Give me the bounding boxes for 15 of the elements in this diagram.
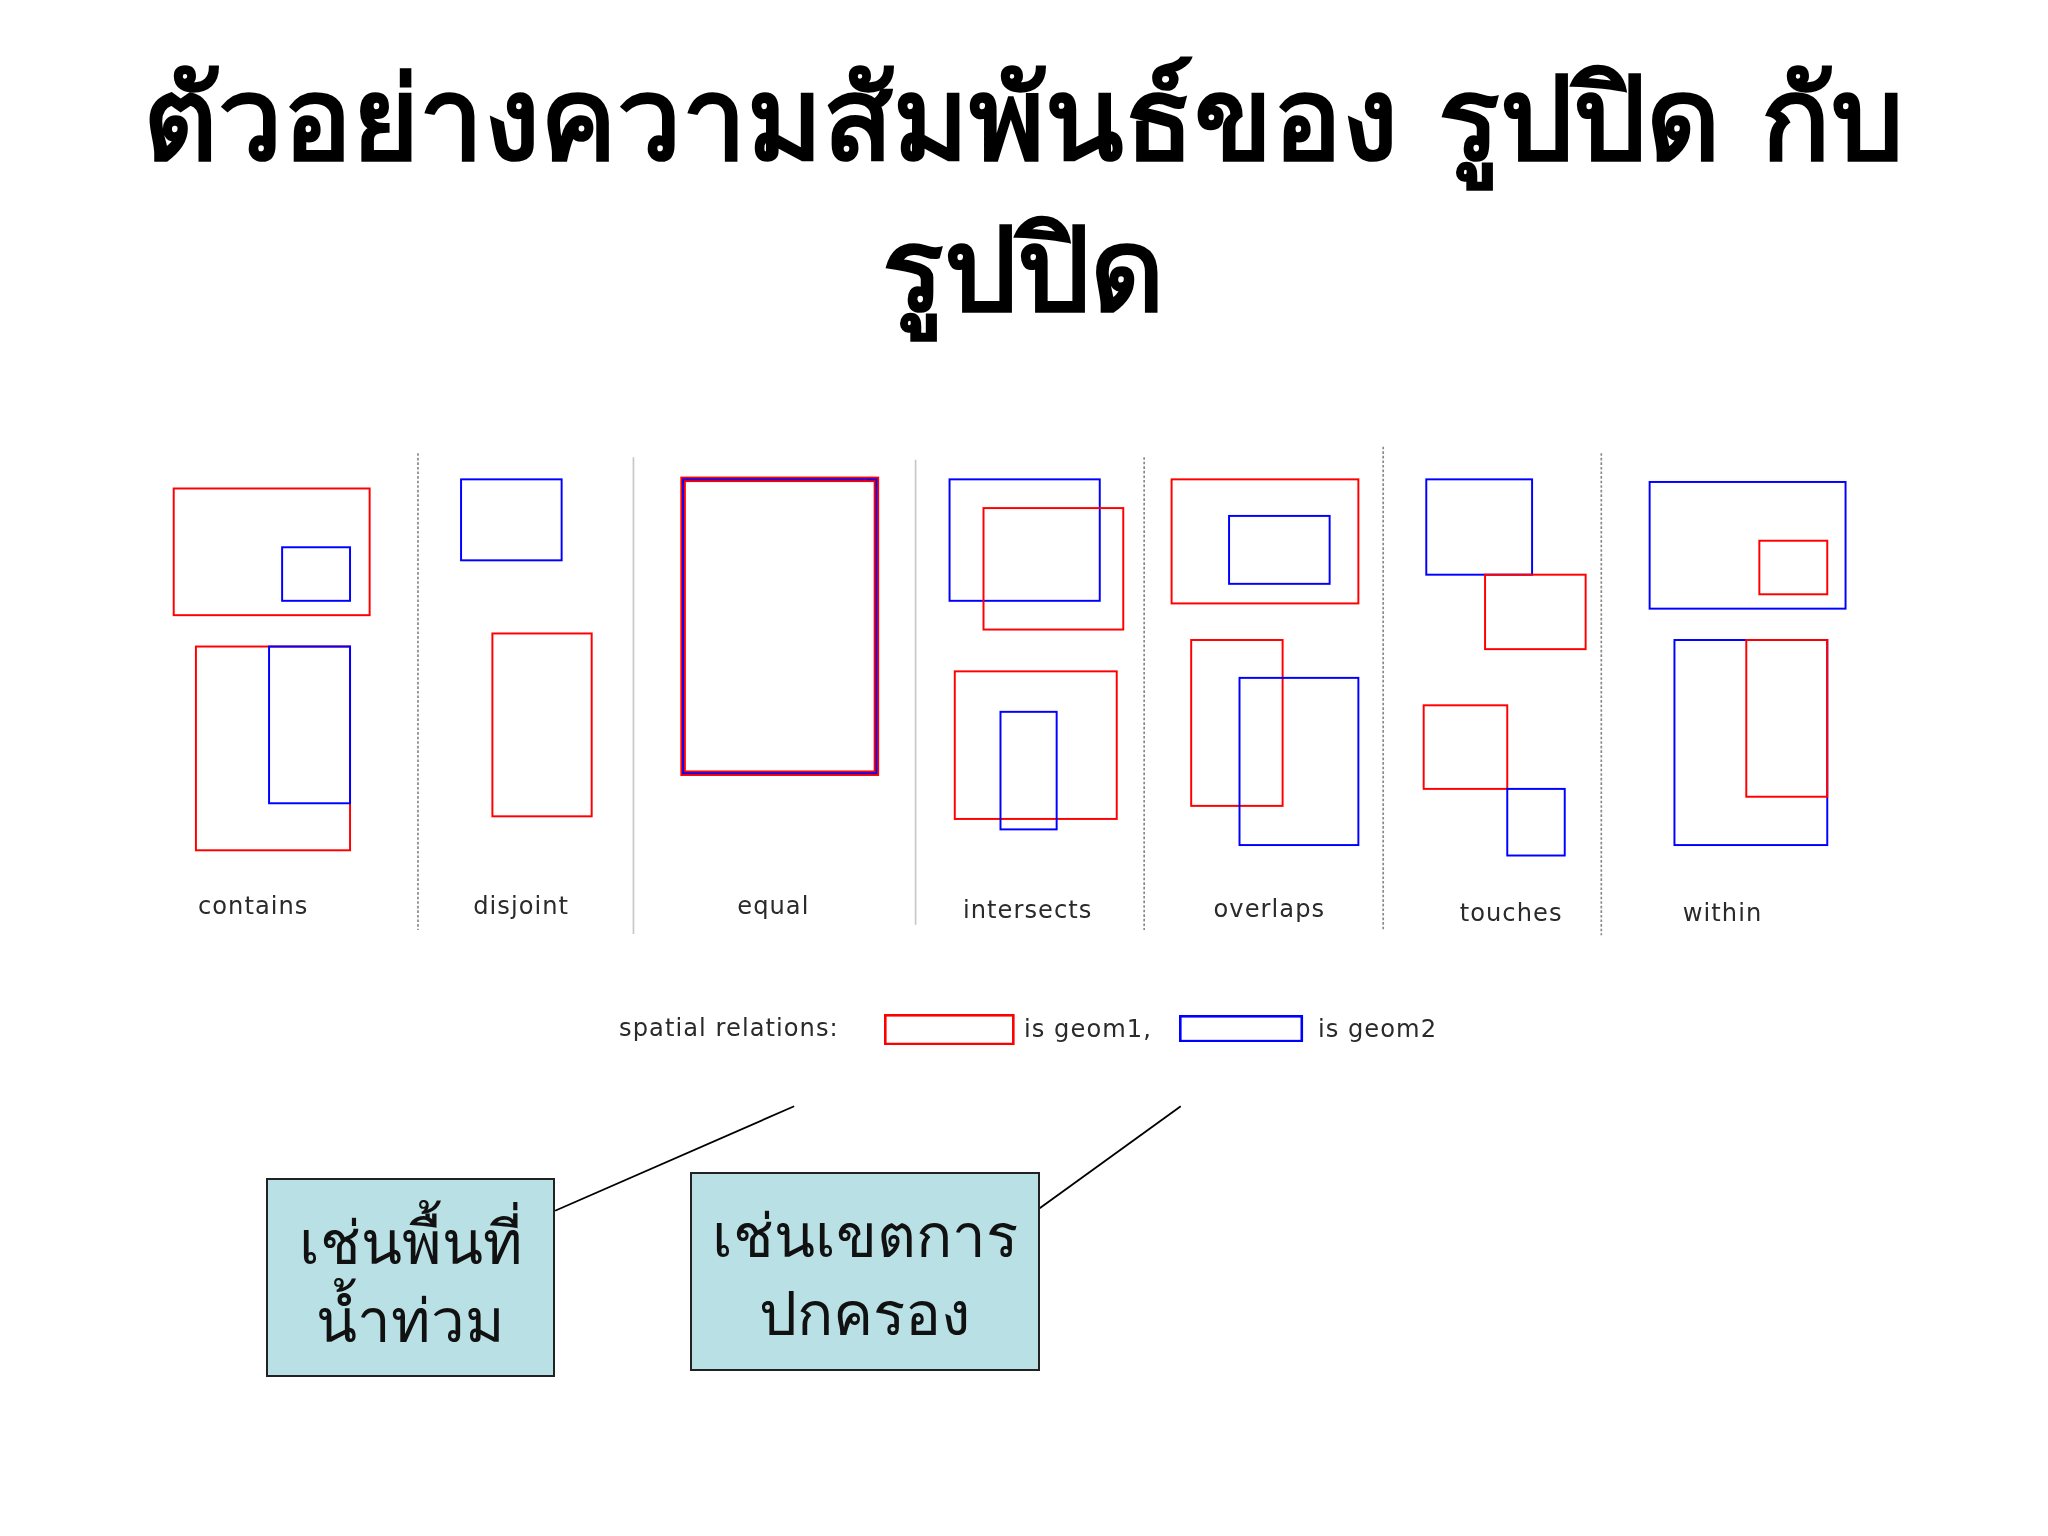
- legend-title: spatial relations:: [619, 1013, 839, 1042]
- callout-box: เช่นเขตการปกครอง: [689, 1171, 1040, 1371]
- panel-caption: contains: [197, 892, 309, 921]
- panel-caption: within: [1682, 898, 1763, 927]
- title: ตัวอย่างความสัมพันธ์ของ รูปปิด กับ รูปปิด: [96, 44, 1952, 346]
- panel-caption: intersects: [962, 896, 1093, 925]
- panel-caption: overlaps: [1213, 895, 1326, 924]
- callout-box: เช่นพื้นที่น้ำท่วม: [266, 1178, 556, 1378]
- panel-caption: equal: [737, 892, 810, 921]
- legend-label: is geom1,: [1024, 1015, 1152, 1044]
- panel-caption: touches: [1459, 898, 1563, 927]
- panel-caption: disjoint: [473, 892, 570, 921]
- legend-label: is geom2: [1317, 1015, 1438, 1044]
- leader-line: [554, 1105, 796, 1212]
- leader-line: [1038, 1105, 1182, 1210]
